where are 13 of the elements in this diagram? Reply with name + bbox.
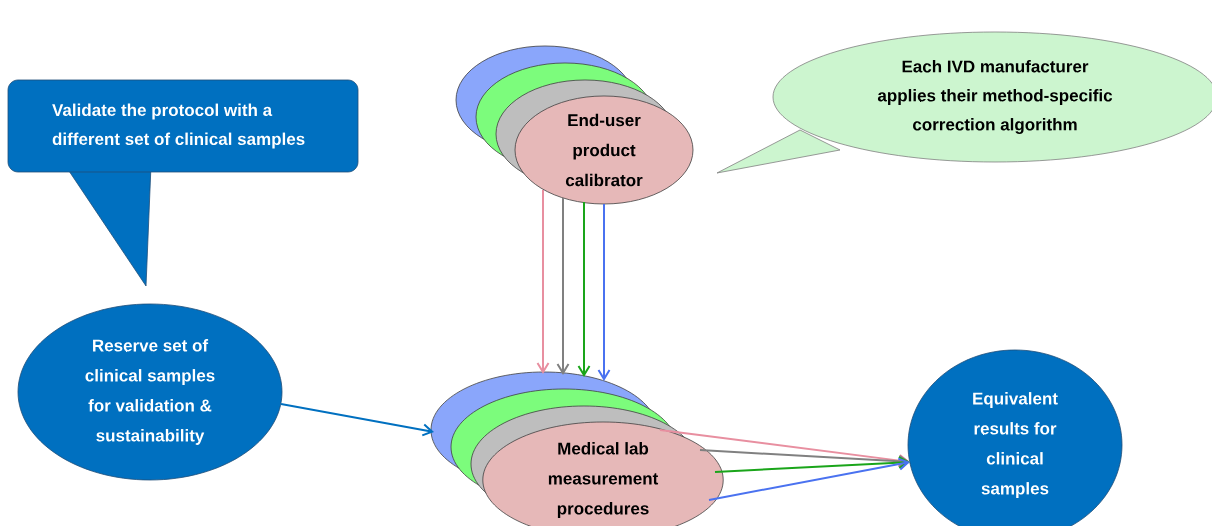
arrow xyxy=(556,197,570,375)
arrow xyxy=(659,429,910,468)
arrow xyxy=(597,203,611,381)
stacked-ellipses: End-user product calibrator xyxy=(455,45,694,205)
arrow xyxy=(536,189,550,374)
arrow xyxy=(577,201,591,377)
speech-bubble: Each IVD manufacturer applies their method-specific correction algorithm xyxy=(716,31,1212,174)
callout-box: Validate the protocol with a different set of clinical samples xyxy=(7,79,359,287)
arrow xyxy=(714,456,910,473)
stacked-ellipses: Medical lab measurement procedures xyxy=(430,371,724,526)
arrow xyxy=(280,403,434,437)
arrow xyxy=(699,449,910,468)
arrow xyxy=(708,457,910,501)
